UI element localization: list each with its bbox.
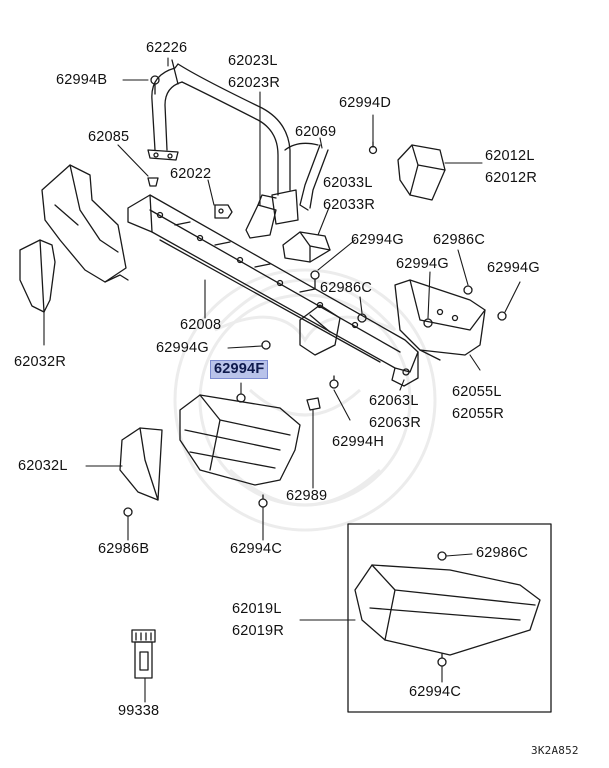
label-group-62023: 62023L 62023R bbox=[228, 50, 280, 94]
label-62008: 62008 bbox=[180, 317, 222, 333]
label-62063l: 62063L bbox=[369, 393, 419, 409]
side-bracket-part bbox=[394, 279, 486, 361]
label-62986c-inset: 62986C bbox=[476, 545, 528, 561]
fastener-62986b bbox=[123, 507, 133, 517]
label-62994b: 62994B bbox=[56, 72, 108, 88]
label-62023r: 62023R bbox=[228, 75, 280, 91]
fastener-62994g-top bbox=[310, 270, 320, 290]
label-62033l: 62033L bbox=[323, 175, 373, 191]
label-62012l: 62012L bbox=[485, 148, 535, 164]
fastener-62994f bbox=[236, 393, 246, 403]
bracket-62012-part bbox=[397, 144, 446, 201]
stay-62069-part bbox=[299, 144, 329, 211]
fastener-62022 bbox=[214, 204, 233, 219]
label-62033r: 62033R bbox=[323, 197, 375, 213]
side-cover-r-part bbox=[19, 239, 56, 313]
label-62994g-right: 62994G bbox=[487, 260, 540, 276]
grille-guard-part bbox=[147, 59, 319, 225]
label-group-62012: 62012L 62012R bbox=[485, 145, 537, 189]
leader-lines bbox=[43, 57, 521, 703]
label-group-62055: 62055L 62055R bbox=[452, 381, 504, 425]
label-62032r: 62032R bbox=[14, 354, 66, 370]
watermark-crest bbox=[173, 268, 437, 532]
label-group-62063: 62063L 62063R bbox=[369, 390, 421, 434]
fastener-62994g-right bbox=[497, 311, 507, 321]
label-62023l: 62023L bbox=[228, 53, 278, 69]
label-62022: 62022 bbox=[170, 166, 212, 182]
fastener-62989 bbox=[306, 397, 321, 411]
label-62994c: 62994C bbox=[230, 541, 282, 557]
label-62032l: 62032L bbox=[18, 458, 68, 474]
label-62986b: 62986B bbox=[98, 541, 150, 557]
label-62994f-highlighted[interactable]: 62994F bbox=[210, 360, 269, 379]
label-62994g-mid: 62994G bbox=[396, 256, 449, 272]
fastener-62986c-top bbox=[463, 285, 473, 295]
label-62986c-mid: 62986C bbox=[320, 280, 372, 296]
side-cover-l-part bbox=[119, 427, 163, 501]
diagram-code: 3K2A852 bbox=[531, 744, 579, 757]
label-62019r: 62019R bbox=[232, 623, 284, 639]
label-62069: 62069 bbox=[295, 124, 337, 140]
label-62994g-left: 62994G bbox=[156, 340, 209, 356]
label-62226: 62226 bbox=[146, 40, 188, 56]
fastener-62986c-inset bbox=[437, 551, 447, 561]
label-62063r: 62063R bbox=[369, 415, 421, 431]
label-62989: 62989 bbox=[286, 488, 328, 504]
label-group-62019: 62019L 62019R bbox=[232, 598, 284, 642]
label-62019l: 62019L bbox=[232, 601, 282, 617]
label-62994h: 62994H bbox=[332, 434, 384, 450]
label-99338: 99338 bbox=[118, 703, 160, 719]
label-62994g-top: 62994G bbox=[351, 232, 404, 248]
label-62012r: 62012R bbox=[485, 170, 537, 186]
bumper-reinforcement-part bbox=[127, 194, 419, 387]
inset-bumper-part bbox=[354, 564, 541, 656]
bracket-62023-part bbox=[245, 194, 277, 239]
label-62055r: 62055R bbox=[452, 406, 504, 422]
label-62994d: 62994D bbox=[339, 95, 391, 111]
bumper-rubber-62033-part bbox=[282, 231, 331, 263]
fastener-62994b bbox=[150, 75, 160, 95]
label-62085: 62085 bbox=[88, 129, 130, 145]
fastener-62994g-left bbox=[261, 340, 271, 350]
label-62986c-top: 62986C bbox=[433, 232, 485, 248]
fastener-62994c-inset bbox=[437, 653, 447, 667]
paint-bottle-part bbox=[131, 629, 156, 679]
end-cover-part bbox=[41, 164, 129, 283]
inset-frame bbox=[347, 523, 552, 713]
fastener-62994g-mid bbox=[423, 318, 433, 328]
fastener-62994d bbox=[368, 141, 378, 155]
label-62055l: 62055L bbox=[452, 384, 502, 400]
fastener-62994h bbox=[329, 375, 339, 389]
fastener-62085 bbox=[147, 177, 159, 187]
fastener-62986c-mid bbox=[357, 313, 367, 323]
label-62994c-inset: 62994C bbox=[409, 684, 461, 700]
label-group-62033: 62033L 62033R bbox=[323, 172, 375, 216]
